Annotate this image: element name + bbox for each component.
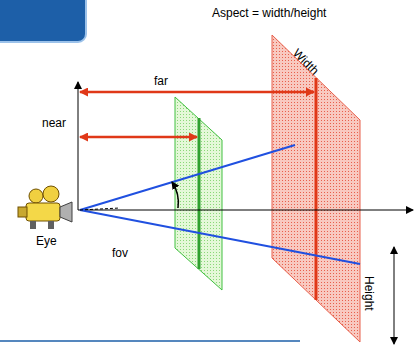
near-label: near: [40, 116, 68, 130]
height-label: Height: [362, 276, 376, 311]
eye-label: Eye: [36, 234, 57, 248]
far-label: far: [152, 74, 170, 88]
fov-label: fov: [112, 246, 128, 260]
aspect-formula: Aspect = width/height: [212, 6, 326, 20]
camera-icon: [18, 186, 72, 229]
